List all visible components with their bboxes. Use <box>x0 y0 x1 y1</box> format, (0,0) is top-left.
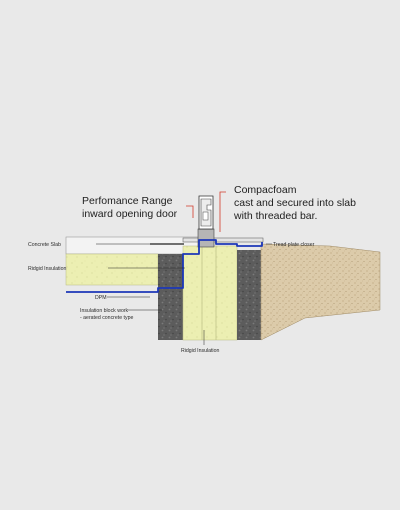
compacfoam-label-line3: with threaded bar. <box>233 210 317 222</box>
blockwork-label-line1: Insulation block work <box>80 308 129 314</box>
rigid-insulation-vertical <box>182 245 238 341</box>
insulation-blockwork-right <box>237 250 261 340</box>
tread-plate <box>182 237 264 243</box>
door-frame-profile <box>198 195 214 230</box>
rigid-insulation-horizontal <box>65 253 159 286</box>
ridgid-insulation-bottom-label: Ridgid Insulation <box>181 348 219 354</box>
door-label-line2: inward opening door <box>82 208 178 220</box>
dpm-label: DPM <box>95 295 107 301</box>
tread-plate-label: Tread plate closer <box>273 242 315 248</box>
insulation-blockwork-left <box>158 254 183 340</box>
blockwork-label-line2: - aerated concrete type <box>80 315 133 321</box>
compacfoam-label-line1: Compacfoam <box>234 184 297 196</box>
door-label-line1: Perfomance Range <box>82 195 173 207</box>
ridgid-insulation-left-label: Ridgid Insulation <box>28 266 66 272</box>
concrete-slab <box>65 236 201 255</box>
dpm-membrane <box>66 239 263 293</box>
concrete-slab-label: Concrete Slab <box>28 242 61 248</box>
soil-embankment <box>260 243 381 341</box>
compacfoam-block <box>197 228 215 248</box>
compacfoam-label-line2: cast and secured into slab <box>234 197 356 209</box>
